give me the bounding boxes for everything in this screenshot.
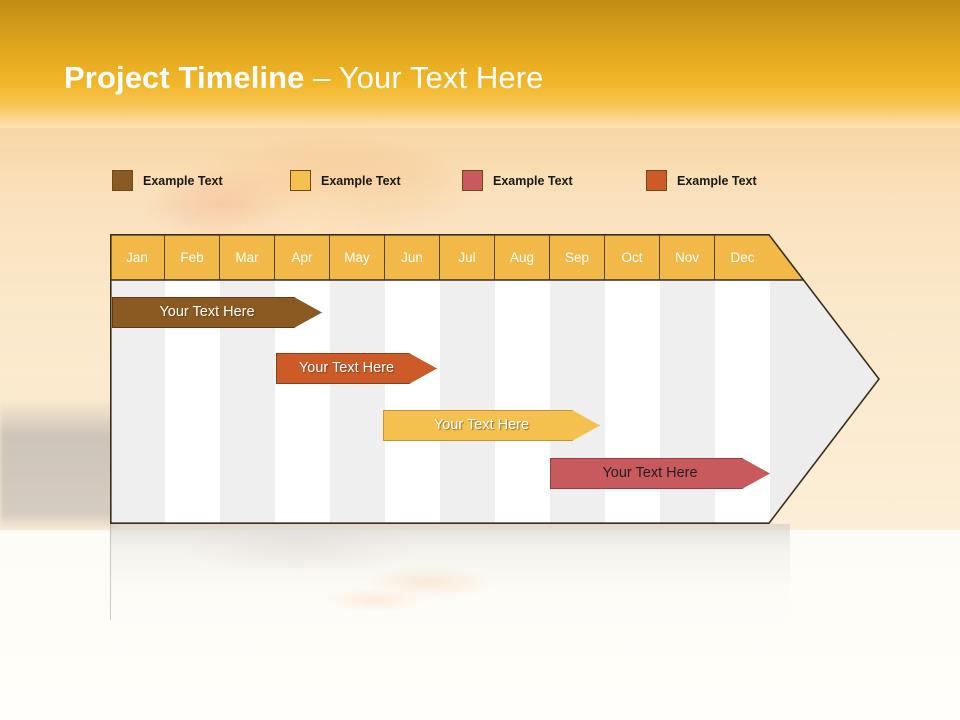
page-title: Project Timeline – Your Text Here [64, 60, 543, 96]
legend-item-4[interactable]: Example Text [646, 170, 757, 191]
chart-reflection-edge [110, 524, 111, 620]
legend-item-3[interactable]: Example Text [462, 170, 573, 191]
legend-item-2[interactable]: Example Text [290, 170, 401, 191]
timeline-bar-label: Your Text Here [298, 360, 395, 376]
timeline-bar-4[interactable]: Your Text Here [550, 458, 770, 489]
timeline-bar-label: Your Text Here [433, 417, 530, 433]
legend-swatch-icon-1 [112, 170, 133, 191]
legend-item-label: Example Text [321, 173, 401, 188]
timeline-bar-label: Your Text Here [159, 304, 255, 320]
background-grey-band [0, 398, 118, 532]
legend-swatch-icon-3 [462, 170, 483, 191]
timeline-bar-label: Your Text Here [602, 465, 698, 481]
timeline-bar-3[interactable]: Your Text Here [383, 410, 600, 441]
legend: Example Text Example Text Example Text Exam… [112, 170, 812, 194]
timeline-bar-2[interactable]: Your Text Here [276, 353, 437, 384]
legend-swatch-icon-2 [290, 170, 311, 191]
legend-item-label: Example Text [493, 173, 573, 188]
legend-item-1[interactable]: Example Text [112, 170, 223, 191]
legend-swatch-icon-4 [646, 170, 667, 191]
legend-item-label: Example Text [677, 173, 757, 188]
legend-item-label: Example Text [143, 173, 223, 188]
title-banner [0, 0, 960, 128]
page-title-rest: – Your Text Here [304, 60, 544, 95]
chart-reflection [110, 524, 790, 632]
page-title-bold: Project Timeline [64, 60, 305, 95]
timeline-bar-1[interactable]: Your Text Here [112, 297, 322, 328]
